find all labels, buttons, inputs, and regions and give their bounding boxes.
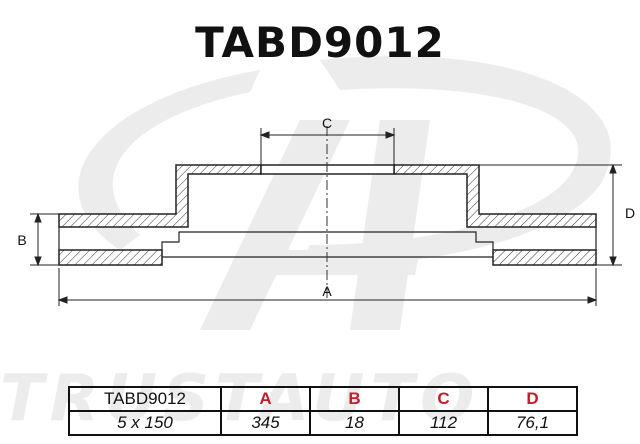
friction-ring-section	[58, 249, 597, 266]
dimension-d-label: D	[625, 205, 635, 221]
header-d-cell: D	[487, 386, 578, 412]
value-b-cell: 18	[309, 410, 400, 436]
value-a-cell: 345	[220, 410, 311, 436]
dimension-a	[57, 268, 598, 306]
spec-table: TABD9012 A B C D 5 x 150 345 18 112 76,1	[68, 386, 578, 436]
dimension-b-label: B	[17, 232, 26, 248]
dimension-c	[259, 128, 396, 165]
page-title: TABD9012	[195, 18, 445, 67]
table-row: TABD9012 A B C D	[68, 386, 578, 412]
value-d-cell: 76,1	[487, 410, 578, 436]
dimension-c-label: C	[322, 115, 332, 131]
table-row: 5 x 150 345 18 112 76,1	[68, 410, 578, 436]
part-number-cell: TABD9012	[68, 386, 222, 412]
watermark-logo: TRUSTAUTO	[0, 56, 611, 436]
header-b-cell: B	[309, 386, 400, 412]
dimension-d	[479, 163, 622, 267]
dimension-a-label: A	[322, 283, 332, 299]
bolt-pattern-cell: 5 x 150	[68, 410, 222, 436]
value-c-cell: 112	[398, 410, 489, 436]
header-a-cell: A	[220, 386, 311, 412]
dimension-b	[30, 212, 59, 267]
header-c-cell: C	[398, 386, 489, 412]
